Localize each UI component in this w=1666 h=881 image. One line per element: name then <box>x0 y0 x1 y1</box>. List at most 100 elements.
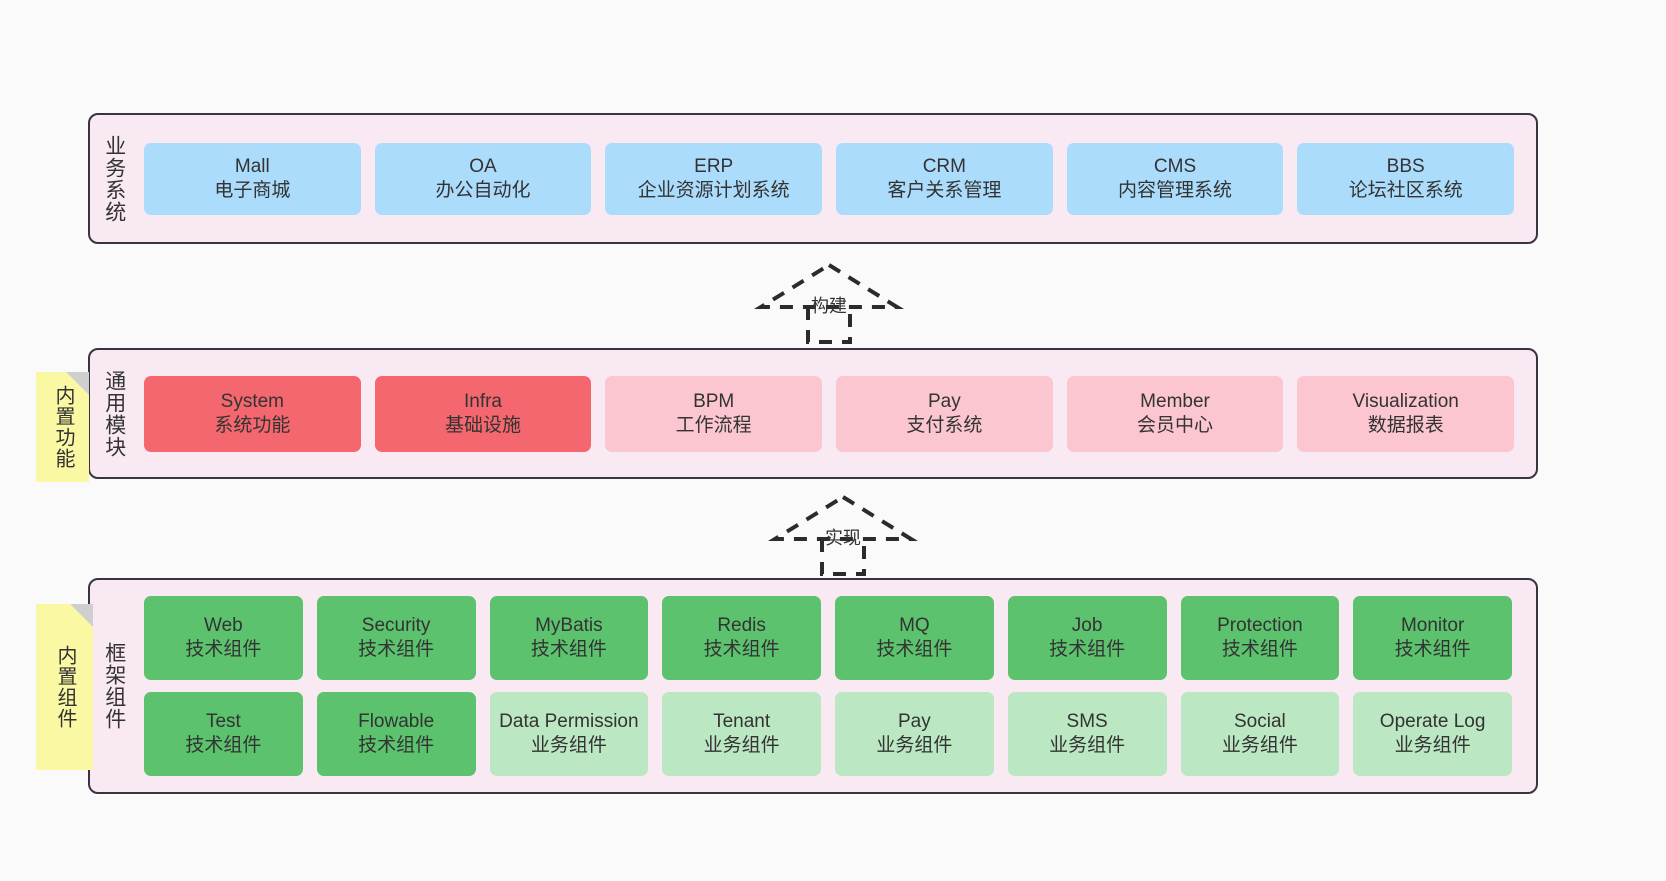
node-row: Test 技术组件 Flowable 技术组件 Data Permission … <box>144 692 1512 776</box>
node-title: Redis <box>717 615 766 637</box>
node-pay-component[interactable]: Pay 业务组件 <box>835 692 994 776</box>
layer-label-common-modules: 通用模块 <box>102 369 126 458</box>
node-subtitle: 内容管理系统 <box>1118 179 1233 201</box>
node-row: Web 技术组件 Security 技术组件 MyBatis 技术组件 Redi… <box>144 596 1512 680</box>
node-title: Web <box>204 615 243 637</box>
node-bbs[interactable]: BBS 论坛社区系统 <box>1297 142 1515 215</box>
sticky-note-label: 内置功能 <box>52 385 74 469</box>
arrow-head-triangle <box>767 494 919 541</box>
node-subtitle: 技术组件 <box>703 639 780 660</box>
node-title: Social <box>1234 711 1286 733</box>
node-title: CMS <box>1153 155 1197 177</box>
node-subtitle: 办公自动化 <box>435 179 531 201</box>
node-crm[interactable]: CRM 客户关系管理 <box>836 142 1053 215</box>
node-mybatis[interactable]: MyBatis 技术组件 <box>489 596 649 680</box>
node-title: Security <box>361 615 431 637</box>
connector-build: 构建 <box>753 262 905 344</box>
sticky-note-builtin-features: 内置功能 <box>36 372 89 482</box>
node-title: Operate Log <box>1379 711 1486 733</box>
arrow-stem <box>806 307 852 344</box>
node-web[interactable]: Web 技术组件 <box>144 596 303 680</box>
sticky-note-builtin-components: 内置组件 <box>36 604 93 770</box>
node-flowable[interactable]: Flowable 技术组件 <box>316 692 476 776</box>
node-subtitle: 技术组件 <box>1221 639 1298 660</box>
node-title: SMS <box>1066 711 1108 733</box>
node-system[interactable]: System 系统功能 <box>144 375 361 452</box>
node-erp[interactable]: ERP 企业资源计划系统 <box>605 142 823 215</box>
node-mall[interactable]: Mall 电子商城 <box>144 142 361 215</box>
node-title: Test <box>205 711 241 733</box>
sticky-fold-icon <box>70 604 93 627</box>
node-subtitle: 支付系统 <box>906 414 983 436</box>
arrow-stem <box>820 539 866 576</box>
node-tenant[interactable]: Tenant 业务组件 <box>662 692 821 776</box>
node-title: Pay <box>927 390 961 412</box>
arrow-head-triangle <box>753 262 905 309</box>
node-title: OA <box>469 155 497 177</box>
node-row: System 系统功能 Infra 基础设施 BPM 工作流程 Pay 支付系统… <box>144 375 1515 452</box>
node-visualization[interactable]: Visualization 数据报表 <box>1297 375 1515 452</box>
node-social[interactable]: Social 业务组件 <box>1180 692 1340 776</box>
node-title: BPM <box>693 390 735 412</box>
node-sms[interactable]: SMS 业务组件 <box>1007 692 1167 776</box>
layer-body-framework-components: Web 技术组件 Security 技术组件 MyBatis 技术组件 Redi… <box>138 580 1536 792</box>
node-monitor[interactable]: Monitor 技术组件 <box>1353 596 1512 680</box>
node-row: Mall 电子商城 OA 办公自动化 ERP 企业资源计划系统 CRM 客户关系… <box>144 142 1515 215</box>
node-title: Data Permission <box>499 711 639 733</box>
node-cms[interactable]: CMS 内容管理系统 <box>1066 142 1284 215</box>
layer-label-business-systems: 业务系统 <box>102 134 126 223</box>
layer-body-common-modules: System 系统功能 Infra 基础设施 BPM 工作流程 Pay 支付系统… <box>138 350 1536 477</box>
node-subtitle: 业务组件 <box>876 735 953 756</box>
node-security[interactable]: Security 技术组件 <box>316 596 476 680</box>
node-subtitle: 电子商城 <box>214 179 291 201</box>
node-subtitle: 技术组件 <box>358 639 435 660</box>
layer-business-systems: 业务系统 Mall 电子商城 OA 办公自动化 ERP 企业资源计划系统 CRM… <box>88 113 1538 244</box>
node-subtitle: 客户关系管理 <box>887 179 1002 201</box>
node-title: MQ <box>899 615 930 637</box>
node-title: Flowable <box>358 711 435 733</box>
node-subtitle: 业务组件 <box>1394 735 1471 756</box>
node-subtitle: 技术组件 <box>1394 639 1471 660</box>
node-subtitle: 数据报表 <box>1367 414 1444 436</box>
node-title: Tenant <box>713 711 771 733</box>
node-title: BBS <box>1386 155 1425 177</box>
layer-label-framework-components: 框架组件 <box>102 642 126 730</box>
node-infra[interactable]: Infra 基础设施 <box>374 375 592 452</box>
node-subtitle: 会员中心 <box>1137 414 1214 436</box>
connector-implement: 实现 <box>767 494 919 576</box>
layer-common-modules: 通用模块 System 系统功能 Infra 基础设施 BPM 工作流程 Pay… <box>88 348 1538 479</box>
node-mq[interactable]: MQ 技术组件 <box>835 596 994 680</box>
node-operate-log[interactable]: Operate Log 业务组件 <box>1353 692 1512 776</box>
node-subtitle: 技术组件 <box>185 735 262 756</box>
node-subtitle: 技术组件 <box>530 639 607 660</box>
node-bpm[interactable]: BPM 工作流程 <box>605 375 823 452</box>
node-redis[interactable]: Redis 技术组件 <box>662 596 821 680</box>
node-subtitle: 技术组件 <box>358 735 435 756</box>
node-member[interactable]: Member 会员中心 <box>1066 375 1284 452</box>
node-subtitle: 论坛社区系统 <box>1348 179 1463 201</box>
node-data-permission[interactable]: Data Permission 业务组件 <box>489 692 649 776</box>
node-oa[interactable]: OA 办公自动化 <box>374 142 592 215</box>
node-title: Monitor <box>1400 615 1465 637</box>
node-job[interactable]: Job 技术组件 <box>1007 596 1167 680</box>
node-subtitle: 业务组件 <box>530 735 607 756</box>
node-subtitle: 技术组件 <box>876 639 953 660</box>
node-subtitle: 业务组件 <box>703 735 780 756</box>
layer-body-business-systems: Mall 电子商城 OA 办公自动化 ERP 企业资源计划系统 CRM 客户关系… <box>138 115 1536 242</box>
node-title: Mall <box>234 155 270 177</box>
node-title: ERP <box>694 155 734 177</box>
node-protection[interactable]: Protection 技术组件 <box>1180 596 1340 680</box>
node-title: System <box>220 390 285 412</box>
node-title: Protection <box>1217 615 1303 637</box>
node-title: Job <box>1071 615 1103 637</box>
node-subtitle: 技术组件 <box>1049 639 1126 660</box>
node-subtitle: 系统功能 <box>214 414 291 436</box>
node-subtitle: 业务组件 <box>1049 735 1126 756</box>
node-title: CRM <box>922 155 966 177</box>
node-pay[interactable]: Pay 支付系统 <box>836 375 1053 452</box>
node-title: Member <box>1140 390 1210 412</box>
sticky-note-label: 内置组件 <box>54 645 76 729</box>
node-title: Visualization <box>1352 390 1459 412</box>
node-subtitle: 基础设施 <box>445 414 522 436</box>
node-test[interactable]: Test 技术组件 <box>144 692 303 776</box>
